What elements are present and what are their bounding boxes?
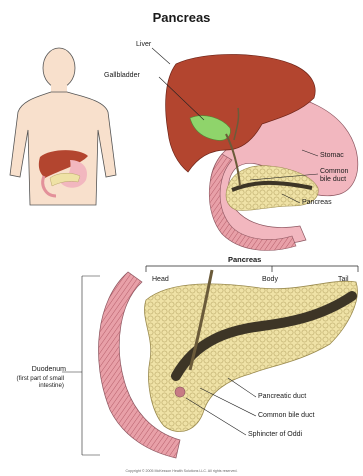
head-outline — [43, 48, 75, 88]
pancreas-detail-illustration — [98, 270, 357, 458]
liver-label: Liver — [136, 41, 151, 49]
tail-region-label: Tail — [338, 276, 349, 284]
head-region-label: Head — [152, 276, 169, 284]
ampulla — [175, 387, 185, 397]
pancreas-label-upper: Pancreas — [302, 199, 332, 207]
human-torso-illustration — [10, 48, 116, 205]
pancreas-detail-title: Pancreas — [228, 255, 261, 264]
region-bracket — [146, 266, 358, 272]
pancreas-body-shape — [144, 281, 357, 431]
stomach-label: Stomac — [320, 152, 344, 160]
body-region-label: Body — [262, 276, 278, 284]
pancreatic-duct-label: Pancreatic duct — [258, 393, 306, 401]
common-bile-duct-label-upper: Common bile duct — [320, 168, 358, 184]
gallbladder-label: Gallbladder — [104, 72, 140, 80]
common-bile-duct-label-lower: Common bile duct — [258, 412, 314, 420]
copyright-notice: Copyright © 2005 McKesson Health Solutio… — [0, 469, 363, 473]
torso-outline — [10, 92, 116, 205]
duodenum-label: Duodenum — [10, 366, 66, 374]
duodenum-note-label: (first part of small intestine) — [6, 375, 64, 389]
sphincter-of-oddi-label: Sphincter of Oddi — [248, 431, 302, 439]
